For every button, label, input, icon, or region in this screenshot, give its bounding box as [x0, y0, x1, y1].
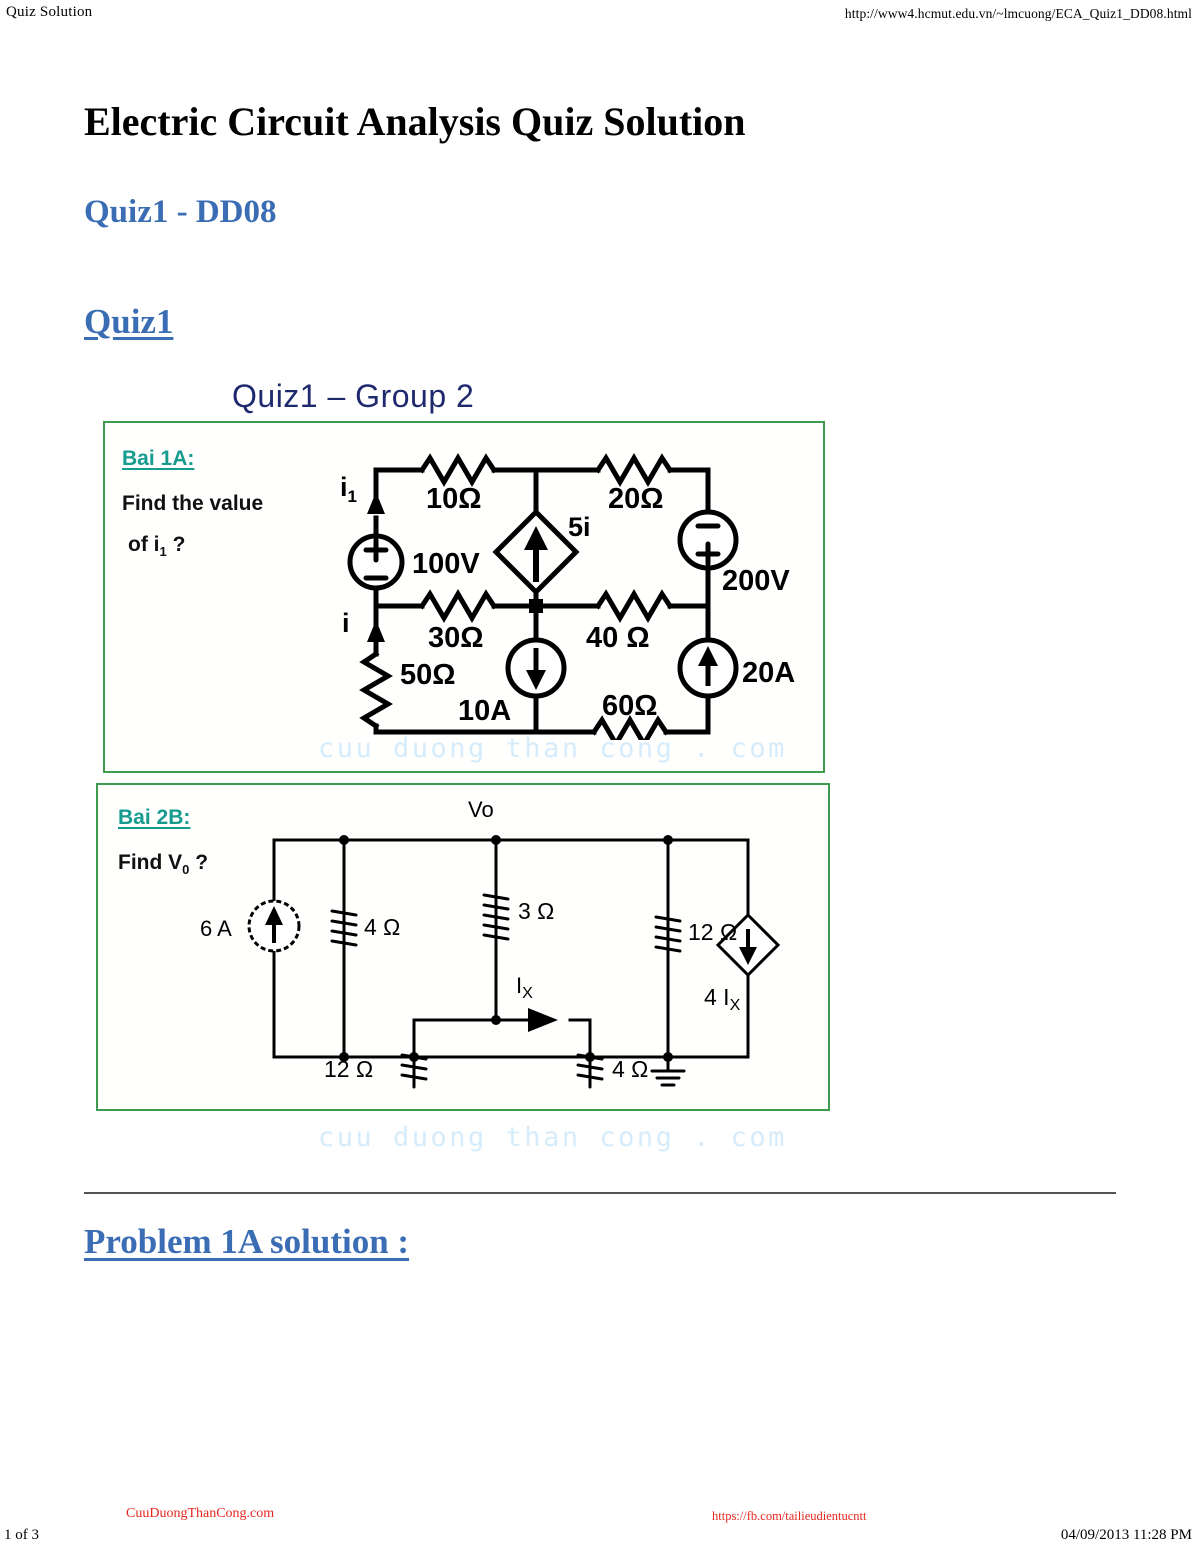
label-r12-right: 12 Ω	[688, 919, 737, 945]
label-i10a: 10A	[458, 695, 511, 727]
current-source-6a	[247, 899, 301, 953]
footer-datetime: 04/09/2013 11:28 PM	[1060, 1527, 1192, 1543]
page-source-url: http://www4.hcmut.edu.vn/~lmcuong/ECA_Qu…	[844, 6, 1192, 21]
label-src6a: 6 A	[200, 916, 232, 941]
problem-1a-label: Bai 1A:	[122, 447, 195, 470]
resistor-12ohm-right	[654, 911, 682, 959]
footer-page-number: 1 of 3	[4, 1527, 39, 1543]
question2-prefix: Find V	[118, 851, 183, 874]
label-r12-left: 12 Ω	[324, 1056, 373, 1082]
label-r10: 10Ω	[426, 483, 482, 515]
label-v100: 100V	[412, 548, 480, 580]
current-arrow-i	[367, 620, 385, 642]
current-marker-ix	[528, 1008, 558, 1032]
browser-page-title: Quiz Solution	[6, 4, 93, 20]
label-dep-4ix: 4 IX	[704, 984, 741, 1014]
junction-node	[529, 599, 543, 613]
label-vo: Vo	[468, 797, 494, 822]
page-header: Quiz Solution http://www4.hcmut.edu.vn/~…	[0, 4, 1200, 28]
quiz-subtitle: Quiz1 - DD08	[84, 194, 277, 230]
question-suffix: ?	[166, 533, 186, 556]
label-ix: IX	[516, 973, 533, 1002]
voltage-source-100v	[347, 533, 405, 591]
section-heading-quiz1: Quiz1	[84, 302, 174, 341]
resistor-4ohm-top	[330, 905, 358, 949]
label-i: i	[342, 608, 350, 638]
circuit-diagram-problem-2b: Vo 6 A 4 Ω 12 Ω 3 Ω 4 Ω 12 Ω IX 4 IX	[128, 795, 808, 1100]
resistor-3ohm	[482, 889, 510, 943]
slide-title: Quiz1 – Group 2	[232, 378, 475, 414]
label-dep-5i: 5i	[568, 512, 591, 542]
question2-suffix: ?	[189, 851, 209, 874]
dependent-source-4ix	[715, 912, 781, 978]
current-arrow-i1	[367, 492, 385, 514]
problem-1a-question-line1: Find the value	[122, 492, 264, 515]
junction-nodes	[339, 835, 673, 1062]
watermark-top: cuu duong than cong . com	[318, 733, 787, 764]
label-r20: 20Ω	[608, 483, 664, 515]
problem-1a-question-line2: of i1 ?	[128, 530, 185, 562]
label-r3: 3 Ω	[518, 898, 554, 924]
label-i1: i1	[340, 472, 357, 506]
section-heading-problem-1a: Problem 1A solution :	[84, 1222, 410, 1261]
label-r4-top: 4 Ω	[364, 914, 400, 940]
voltage-source-200v	[677, 509, 739, 571]
label-r50: 50Ω	[400, 659, 456, 691]
current-source-10a	[505, 637, 567, 699]
problem-2b-question: Find V0 ?	[118, 848, 208, 880]
footer-site-link[interactable]: CuuDuongThanCong.com	[126, 1506, 275, 1521]
problem-1a-box	[103, 421, 825, 773]
label-i20a: 20A	[742, 657, 795, 689]
label-r60: 60Ω	[602, 690, 658, 722]
question-subscript: 1	[159, 544, 167, 560]
horizontal-rule	[84, 1192, 1116, 1194]
circuit-diagram-problem-1a: i1 i 10Ω 20Ω 5i 100V 200V 30Ω 40 Ω 50Ω 1…	[330, 440, 830, 749]
watermark-bottom: cuu duong than cong . com	[318, 1122, 787, 1153]
label-r30: 30Ω	[428, 622, 484, 654]
label-r4-mid: 4 Ω	[612, 1056, 648, 1082]
question-prefix: of i	[128, 533, 160, 556]
question2-subscript: 0	[182, 862, 190, 878]
problem-2b-label: Bai 2B:	[118, 806, 191, 829]
dependent-source-5i	[524, 526, 548, 582]
footer-fb-link[interactable]: https://fb.com/tailieudientucntt	[712, 1509, 867, 1523]
label-v200: 200V	[722, 565, 790, 597]
current-source-20a	[677, 637, 739, 699]
page-title: Electric Circuit Analysis Quiz Solution	[84, 99, 746, 144]
label-r40: 40 Ω	[586, 622, 650, 654]
